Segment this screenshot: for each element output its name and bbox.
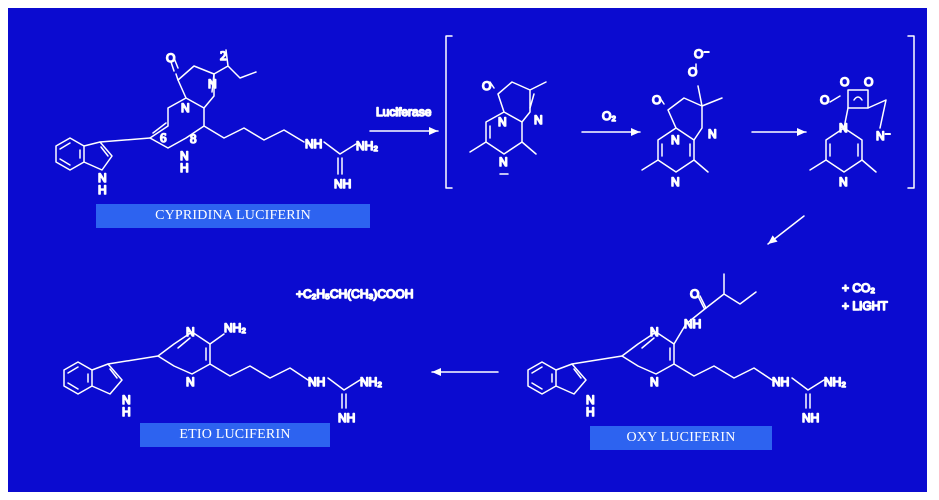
int3-o-ring-right: O [864, 75, 873, 89]
left-bracket [445, 35, 453, 189]
oxy-carbonyl-o: O [690, 287, 699, 301]
int2-o: O [652, 93, 661, 107]
reaction-scheme: O 2 N N 6 8 N H N H NH NH₂ NH Luciferase… [55, 35, 915, 426]
int1-n-bridge: N [498, 115, 507, 129]
oxy-nh2: NH₂ [824, 375, 846, 389]
int2-o-peroxy: O [688, 65, 697, 79]
cyp-carbonyl-o: O [166, 51, 175, 65]
int1-n-minus: N [499, 155, 508, 169]
oxy-luciferin-structure [527, 273, 825, 409]
oxy-n-bottom: N [650, 375, 659, 389]
cyp-nh2: NH₂ [356, 139, 378, 153]
cypridina-luciferin-structure [55, 49, 357, 175]
oxy-nh: NH [772, 375, 789, 389]
etio-imine-nh: NH [338, 411, 355, 425]
int1-n-imine: N [534, 113, 543, 127]
int2-o-minus: O⁻ [694, 47, 710, 61]
oxy-indole-n: N [586, 393, 595, 407]
decomposition-arrow [767, 215, 805, 245]
etio-luciferin-caption: ETIO LUCIFERIN [140, 423, 330, 447]
int3-n-minus: N⁻ [876, 129, 891, 143]
cyp-position-8: 8 [190, 131, 197, 146]
slide-background: O 2 N N 6 8 N H N H NH NH₂ NH Luciferase… [8, 8, 927, 492]
co2-label: + CO₂ [842, 281, 875, 295]
oxy-imine-nh: NH [802, 411, 819, 425]
int2-n-bridge: N [671, 133, 680, 147]
cyp-nh: NH [305, 137, 322, 151]
int2-n-ring: N [671, 175, 680, 189]
oxygen-label: O₂ [602, 109, 616, 123]
etio-nh: NH [308, 375, 325, 389]
etio-n-bottom: N [186, 375, 195, 389]
int1-o: O [482, 79, 491, 93]
int3-n-top: N [839, 121, 848, 135]
cyp-position-6: 6 [160, 130, 167, 145]
etio-nh2-amine: NH₂ [224, 321, 246, 335]
oxy-n-top: N [650, 325, 659, 339]
oxy-amide-nh: NH [684, 317, 701, 331]
cyp-indole-n: N [98, 171, 107, 185]
cyp-position-2: 2 [220, 48, 227, 63]
byproduct-label: +C₂H₅CH(CH₃)COOH [296, 287, 413, 301]
int3-o: O [820, 93, 829, 107]
intermediate-peroxide-structure [641, 85, 723, 173]
intermediate-dioxetanone-structure [809, 89, 887, 173]
oxy-luciferin-caption: OXY LUCIFERIN [590, 426, 772, 450]
etio-indole-h: H [122, 405, 131, 419]
etio-luciferin-structure [63, 331, 361, 409]
oxy-indole-h: H [586, 405, 595, 419]
cyp-n-imine: N [208, 77, 217, 91]
int2-n-imine: N [708, 127, 717, 141]
cyp-h-ring: H [180, 161, 189, 175]
cyp-imine-nh: NH [334, 177, 351, 191]
right-bracket [907, 35, 915, 189]
etio-indole-n: N [122, 393, 131, 407]
cypridina-luciferin-caption: CYPRIDINA LUCIFERIN [96, 204, 370, 228]
etio-n-top: N [186, 325, 195, 339]
etio-nh2: NH₂ [360, 375, 382, 389]
int3-o-ring-left: O [840, 75, 849, 89]
intermediate-anion-structure [469, 81, 547, 155]
cyp-n-ring: N [180, 149, 189, 163]
cyp-indole-h: H [98, 183, 107, 197]
light-label: + LIGHT [842, 299, 888, 313]
int3-n-ring: N [839, 175, 848, 189]
cyp-n-bridge: N [181, 101, 190, 115]
luciferase-label: Luciferase [376, 105, 432, 119]
